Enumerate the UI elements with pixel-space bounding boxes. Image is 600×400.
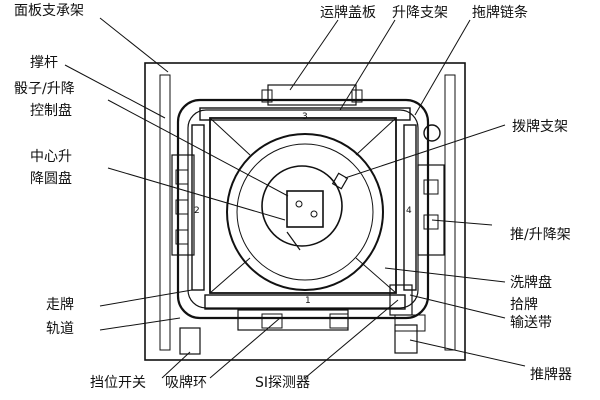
label-strut: 撑杆 — [30, 55, 58, 71]
label-lift-bracket: 升降支架 — [392, 5, 448, 21]
left-mechanism — [171, 154, 195, 256]
label-center-lift-disc-1: 中心升 — [30, 149, 72, 165]
left-bar — [191, 124, 205, 291]
label-dice-lift-control-2: 控制盘 — [30, 103, 72, 119]
leader-lines — [64, 17, 526, 379]
wash-disc-inner — [236, 143, 374, 281]
side-number-top: 3 — [302, 112, 308, 122]
dice-control — [286, 190, 324, 228]
side-number-left: 2 — [194, 206, 200, 216]
label-center-lift-disc-2: 降圆盘 — [30, 171, 72, 187]
track-ring-outer — [176, 98, 430, 320]
right-bar — [403, 124, 417, 291]
side-number-right: 4 — [406, 206, 412, 216]
label-pickup-conveyor-2: 输送带 — [510, 315, 552, 331]
center-lift-disc — [261, 165, 343, 247]
wash-disc — [226, 133, 384, 291]
top-cover — [267, 84, 357, 106]
bottom-bar — [204, 294, 406, 310]
label-pickup-conveyor-1: 拾牌 — [510, 297, 538, 313]
label-dice-lift-control-1: 骰子/升降 — [14, 81, 75, 97]
label-stop-switch: 挡位开关 — [90, 375, 146, 391]
stop-switch-block — [179, 327, 201, 355]
label-tile-wash-disc: 洗牌盘 — [510, 275, 552, 291]
wash-square — [209, 117, 397, 294]
top-bar — [199, 107, 411, 121]
label-tile-pusher: 推牌器 — [530, 367, 572, 383]
label-tile-track-2: 轨道 — [46, 321, 74, 337]
tile-pusher-block — [394, 324, 418, 354]
label-si-detector: SI探测器 — [255, 375, 311, 391]
outer-frame — [144, 62, 466, 361]
label-suction-ring: 吸牌环 — [165, 375, 207, 391]
side-number-bottom: 1 — [305, 296, 311, 306]
frame-inner-left — [159, 74, 171, 351]
label-panel-support-frame: 面板支承架 — [14, 3, 84, 19]
label-push-lift-frame: 推/升降架 — [510, 227, 571, 243]
pick-bracket — [331, 172, 349, 190]
frame-inner-right — [444, 74, 456, 351]
label-tile-track-1: 走牌 — [46, 297, 74, 313]
right-mechanism — [417, 164, 445, 256]
label-tile-carrier-cover: 运牌盖板 — [320, 5, 376, 21]
right-top-wheel — [423, 124, 441, 142]
label-drag-chain: 拖牌链条 — [472, 5, 528, 21]
label-tile-pick-bracket: 拨牌支架 — [512, 119, 568, 135]
bottom-cover — [237, 309, 349, 331]
